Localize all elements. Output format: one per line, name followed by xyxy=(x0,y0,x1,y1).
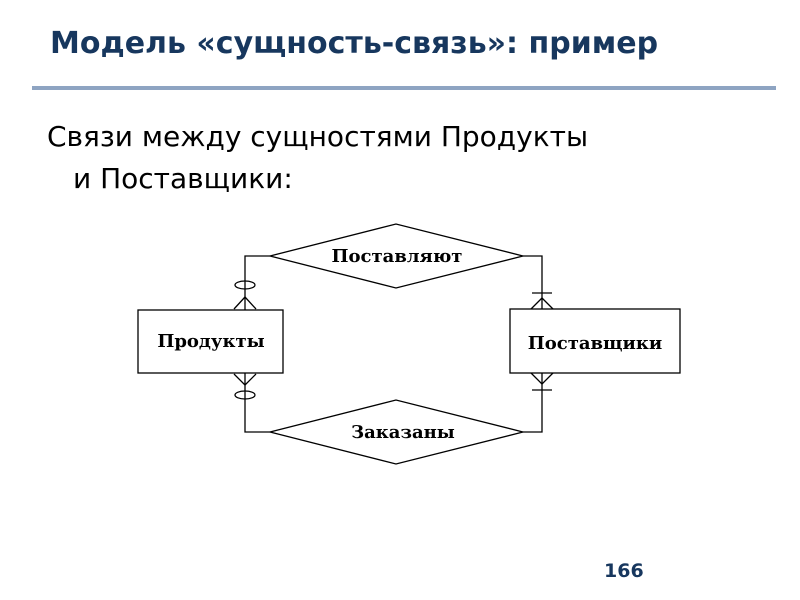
entity-suppliers-label: Поставщики xyxy=(528,333,662,354)
relationship-ordered-diamond xyxy=(269,399,524,465)
ordered-suppliers-line xyxy=(523,373,543,433)
text-line-1: Связи между сущностями Продукты xyxy=(47,120,589,153)
text-line-2: и Поставщики: xyxy=(73,162,293,195)
relationship-ordered-label: Заказаны xyxy=(351,422,455,443)
slide-title: Модель «сущность-связь»: пример xyxy=(50,26,659,61)
relationship-supply-label: Поставляют xyxy=(332,246,463,267)
cardinality-products-supply xyxy=(233,280,257,310)
slide-text: Связи между сущностями Продукты и Постав… xyxy=(47,116,767,200)
entity-suppliers-box xyxy=(509,308,681,374)
supply-suppliers-line xyxy=(523,255,543,309)
products-ordered-line xyxy=(244,373,270,433)
cardinality-products-ordered xyxy=(233,373,257,400)
products-supply-line xyxy=(244,255,270,310)
page-number: 166 xyxy=(604,560,644,582)
relationship-supply-diamond xyxy=(269,223,524,289)
cardinality-suppliers-supply xyxy=(530,292,554,310)
cardinality-suppliers-ordered xyxy=(530,372,554,391)
title-divider xyxy=(32,86,776,90)
entity-products-label: Продукты xyxy=(157,331,264,352)
entity-products-box xyxy=(137,309,284,374)
